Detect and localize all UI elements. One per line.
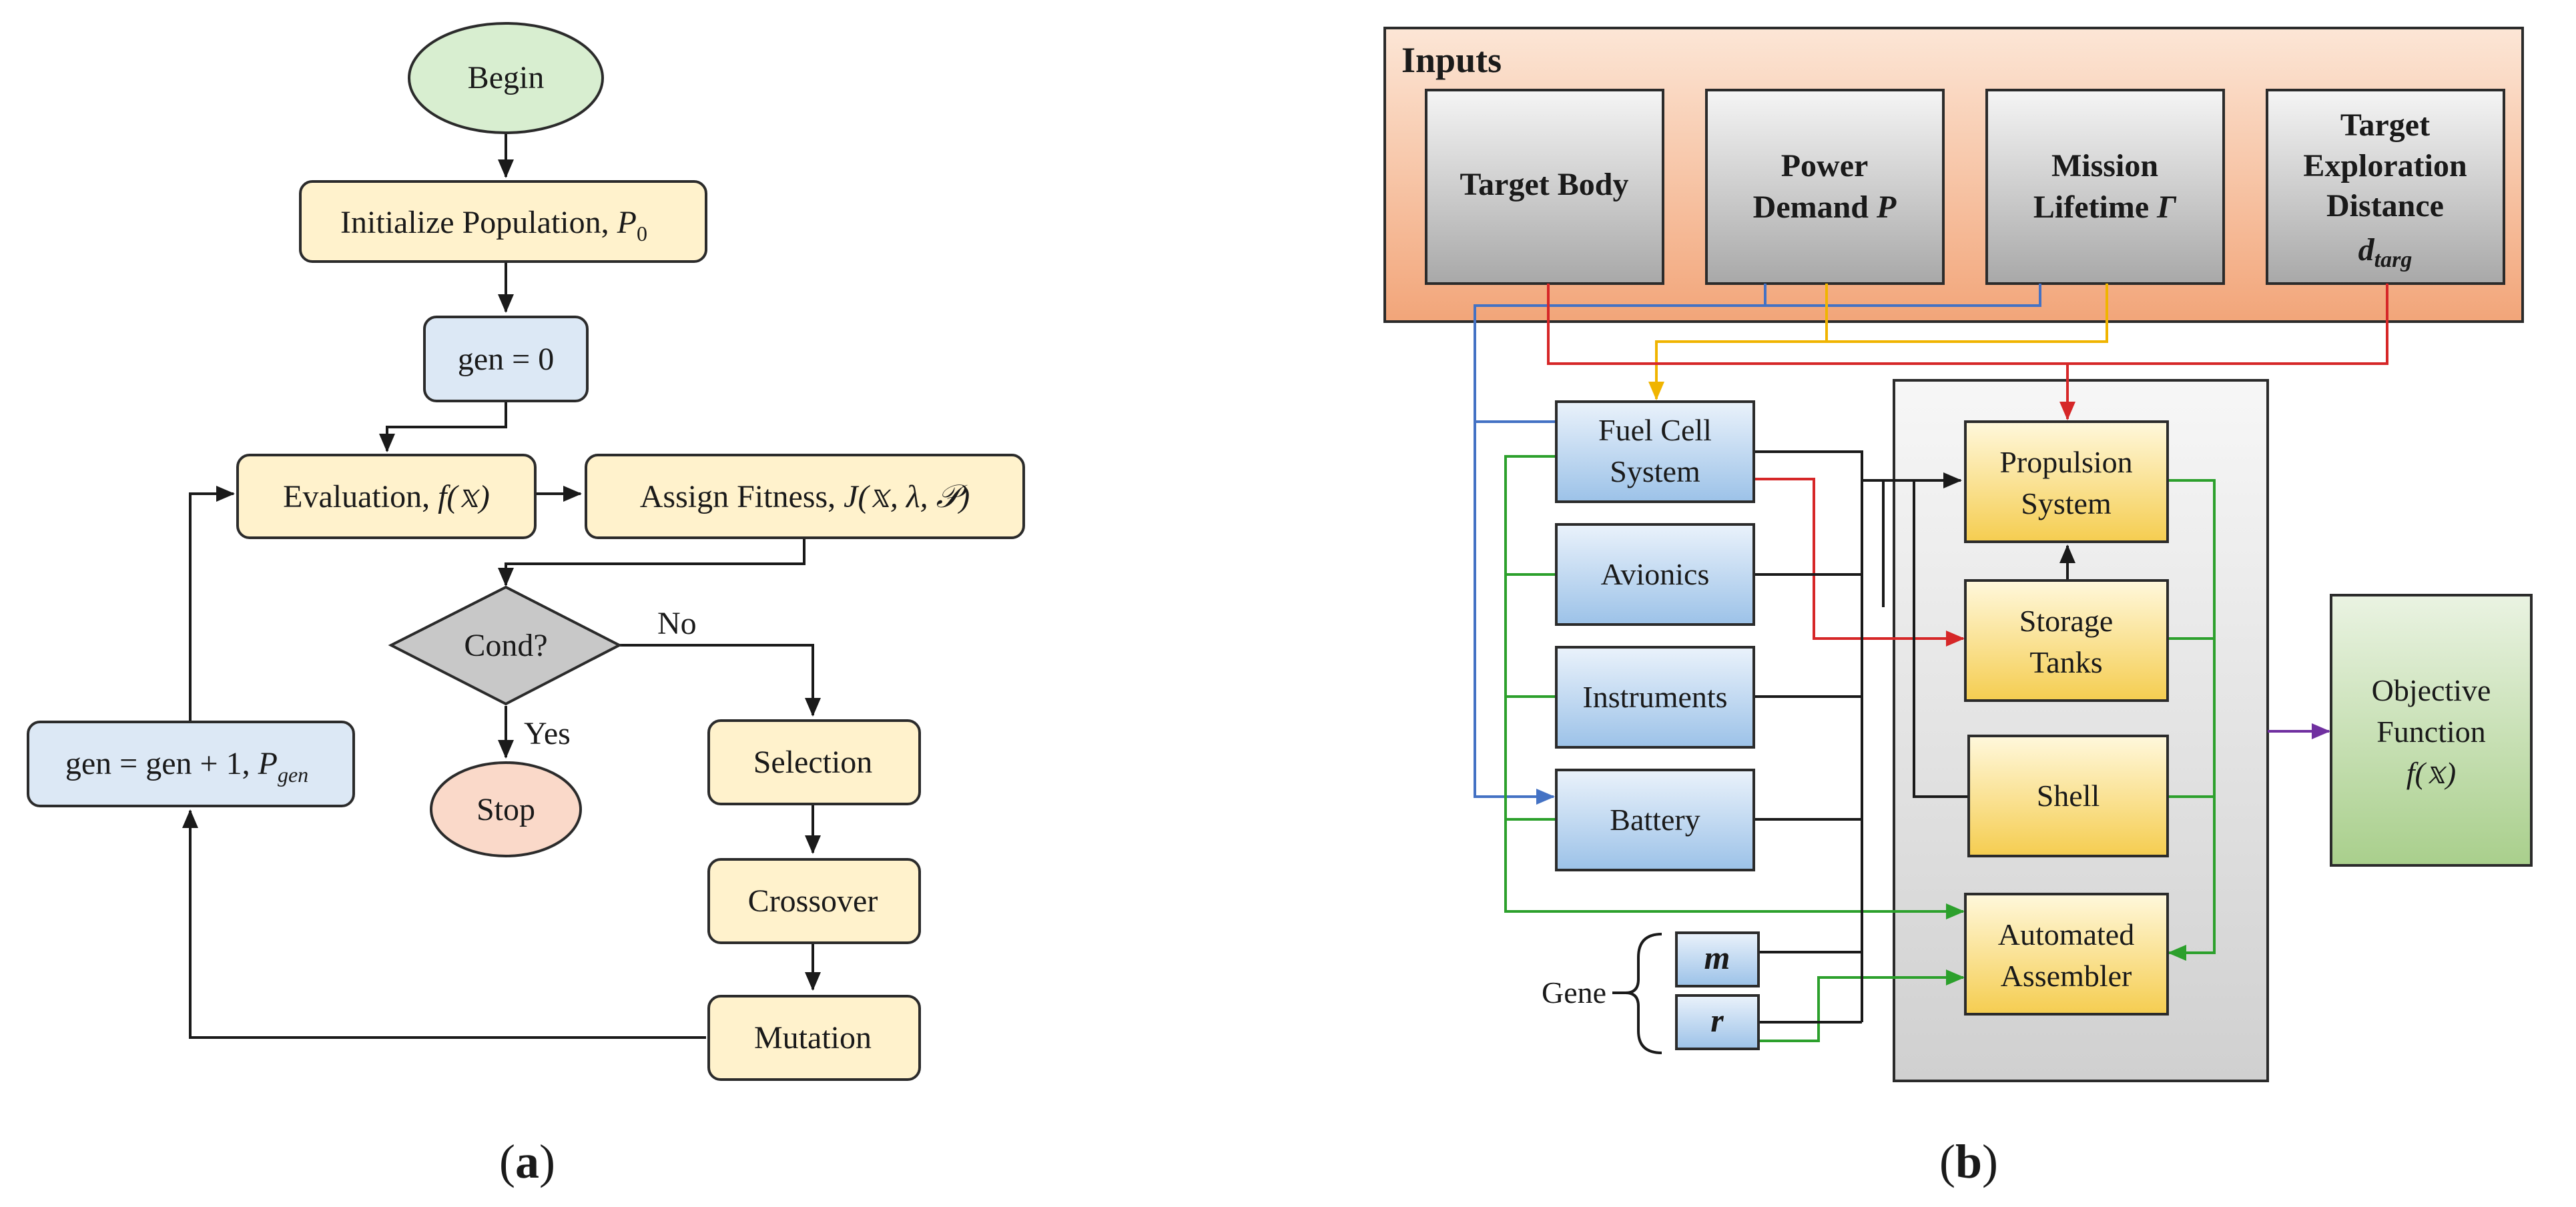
storage-label-line2: Tanks	[2029, 645, 2102, 679]
evaluation-label: Evaluation, f(𝕩)	[283, 479, 490, 514]
mutation-label: Mutation	[754, 1020, 872, 1056]
objective-function-box	[2330, 594, 2533, 867]
gene-brace	[1625, 933, 1662, 1054]
gen-increment-label: gen = gen + 1, Pgen	[65, 746, 308, 787]
target-body-label: Target Body	[1460, 167, 1629, 202]
avionics-label: Avionics	[1601, 557, 1710, 591]
power-demand-box	[1705, 89, 1945, 285]
gen-zero-label: gen = 0	[458, 342, 554, 377]
condition-label: Cond?	[464, 628, 547, 663]
target-distance-label-line2: Exploration	[2303, 148, 2467, 183]
gene-label: Gene	[1542, 975, 1606, 1010]
selection-node	[707, 719, 921, 805]
assembler-label-line2: Assembler	[2001, 959, 2132, 993]
mutation-node	[707, 995, 921, 1081]
target-distance-label-line3: Distance	[2326, 188, 2444, 224]
gene-m-label: m	[1704, 939, 1730, 976]
panel-b-caption: (b)	[1939, 1135, 1998, 1188]
mission-lifetime-label-line2: Lifetime Γ	[2033, 189, 2177, 225]
gene-r-box	[1675, 994, 1760, 1050]
shell-box	[1967, 735, 2169, 857]
panel-b-diagram: Inputs Target Body Power Demand P Missio…	[1383, 27, 2533, 1188]
crossover-node	[707, 858, 921, 944]
no-edge-label: No	[657, 606, 697, 641]
yes-edge-label: Yes	[524, 716, 571, 751]
storage-tanks-box	[1964, 579, 2169, 702]
begin-label: Begin	[468, 60, 545, 95]
target-distance-box	[2266, 89, 2505, 285]
target-body-box	[1425, 89, 1664, 285]
panel-a-connectors	[182, 132, 821, 1039]
crossover-label: Crossover	[748, 883, 878, 919]
stop-node	[430, 761, 582, 857]
assign-fitness-node	[585, 454, 1025, 539]
propulsion-system-box	[1964, 420, 2169, 543]
avionics-box	[1555, 523, 1755, 626]
automated-assembler-box	[1964, 893, 2169, 1016]
gene-r-label: r	[1710, 1001, 1724, 1039]
inputs-title: Inputs	[1401, 40, 1502, 80]
propulsion-label-line1: Propulsion	[1999, 445, 2132, 479]
panel-a-caption: (a)	[499, 1135, 555, 1188]
panel-a-flowchart: Begin Initialize Population, P0 gen = 0 …	[27, 22, 1025, 1188]
shell-label: Shell	[2037, 779, 2100, 813]
target-distance-label-line1: Target	[2340, 107, 2430, 143]
objective-label-line3: f(𝕩)	[2406, 756, 2457, 790]
mission-lifetime-box	[1985, 89, 2225, 285]
gene-m-box	[1675, 931, 1760, 987]
assign-fitness-label: Assign Fitness, J(𝕩, λ, 𝒫)	[640, 479, 970, 514]
stop-label: Stop	[476, 792, 535, 827]
begin-node	[408, 22, 604, 134]
condition-node	[388, 585, 623, 706]
gen-increment-node	[27, 721, 355, 807]
initialize-population-label: Initialize Population, P0	[340, 205, 647, 246]
storage-label-line1: Storage	[2019, 604, 2114, 638]
power-demand-label-line2: Demand P	[1753, 189, 1897, 225]
instruments-label: Instruments	[1582, 680, 1727, 714]
gen-zero-node	[423, 316, 589, 402]
fuel-cell-label-line1: Fuel Cell	[1598, 413, 1712, 447]
evaluation-node	[236, 454, 537, 539]
panel-b-connectors	[1474, 284, 2388, 1042]
instruments-box	[1555, 646, 1755, 749]
objective-label-line2: Function	[2376, 715, 2486, 749]
battery-box	[1555, 769, 1755, 871]
battery-label: Battery	[1610, 803, 1700, 837]
target-distance-label-line4: dtarg	[2358, 232, 2412, 272]
objective-label-line1: Objective	[2372, 673, 2491, 707]
propulsion-label-line2: System	[2021, 486, 2112, 520]
fuel-cell-system-box	[1555, 400, 1755, 503]
mission-lifetime-label-line1: Mission	[2051, 148, 2158, 183]
assembler-label-line1: Automated	[1998, 917, 2134, 951]
initialize-population-node	[299, 180, 707, 263]
selection-label: Selection	[753, 745, 873, 780]
power-demand-label-line1: Power	[1781, 148, 1869, 183]
fuel-cell-label-line2: System	[1610, 454, 1700, 488]
